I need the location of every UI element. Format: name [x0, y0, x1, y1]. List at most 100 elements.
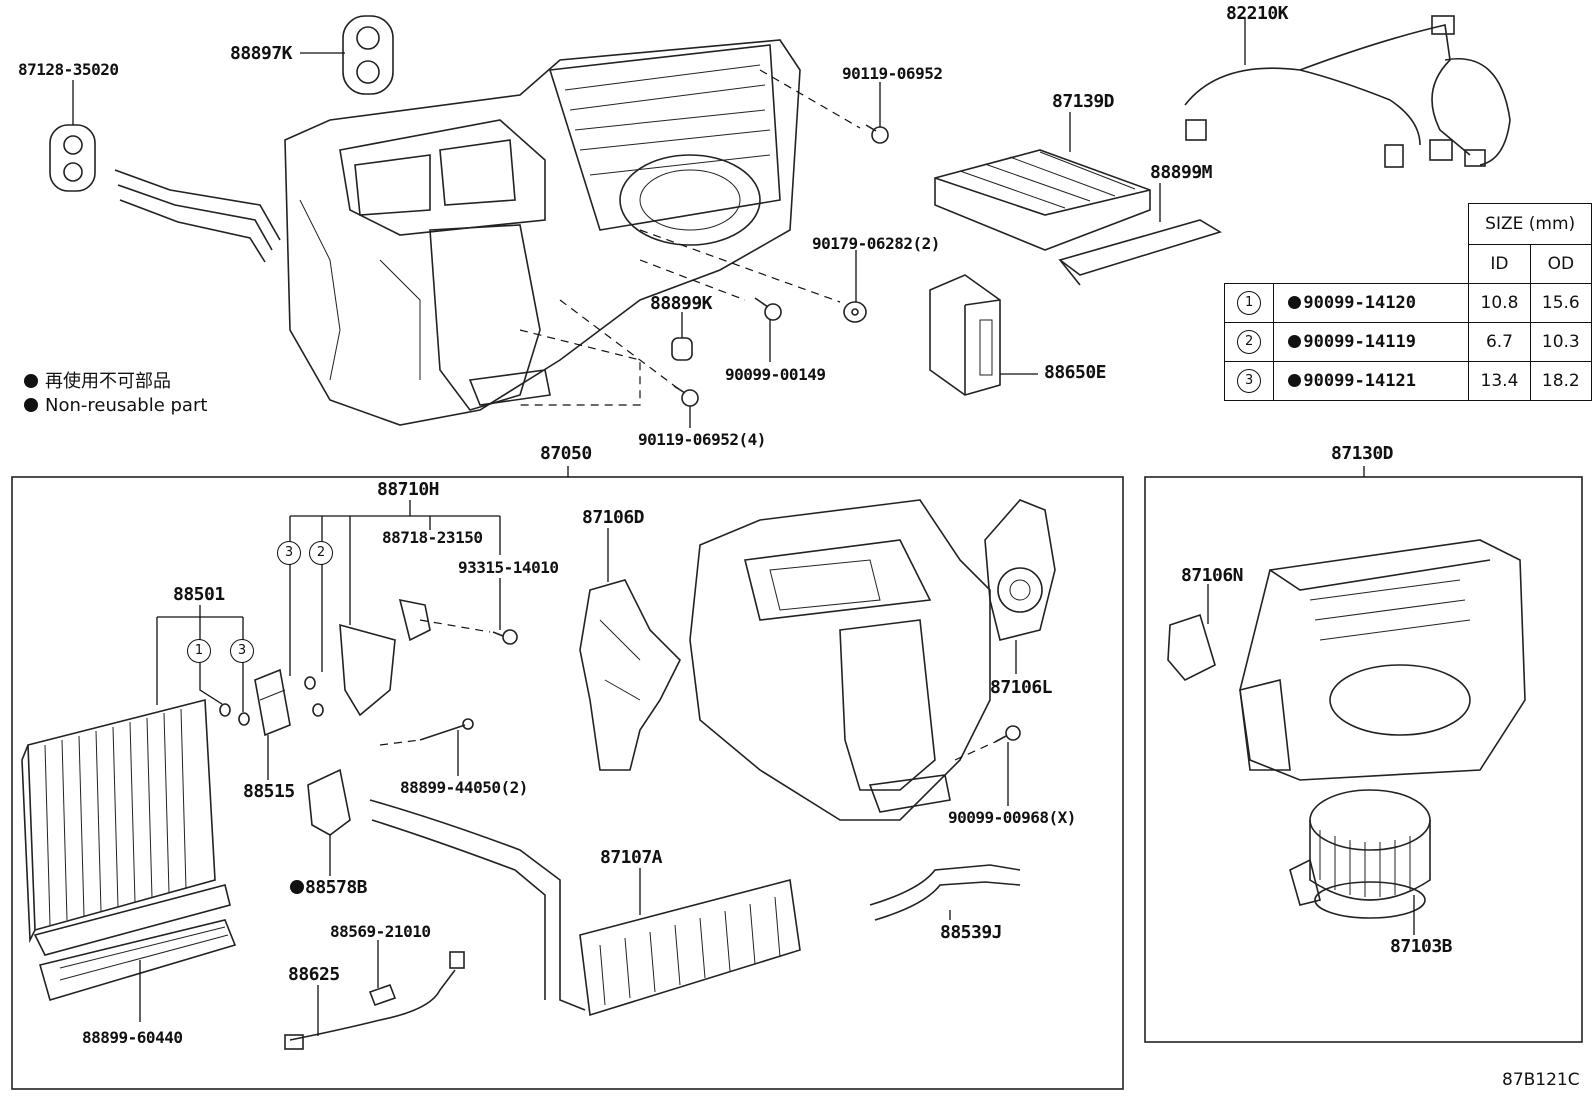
size-row: 2 90099-14119 6.7 10.3 — [1223, 322, 1592, 362]
pipe-88710H — [339, 598, 431, 717]
filter-cover-88899M — [1058, 219, 1222, 286]
blower-motor-87103B — [1289, 789, 1431, 919]
screw-93315-14010 — [492, 629, 518, 645]
size-row: 1 90099-14120 10.8 15.6 — [1223, 283, 1592, 323]
label-87106L: 87106L — [990, 677, 1053, 698]
label-88578B-text: 88578B — [305, 877, 368, 898]
label-87103B: 87103B — [1390, 936, 1453, 957]
damper-87106L — [984, 499, 1056, 641]
screw-90119-06952 — [865, 124, 889, 144]
part-number: 90099-14120 — [1303, 293, 1416, 313]
part-number: 90099-14119 — [1303, 332, 1416, 352]
label-88899-44050: 88899-44050(2) — [400, 778, 528, 797]
label-88650E: 88650E — [1044, 362, 1107, 383]
grommet-87128-35020 — [49, 124, 96, 192]
label-88569-21010: 88569-21010 — [330, 922, 431, 941]
grommet-88897K — [342, 15, 394, 95]
label-88539J: 88539J — [940, 922, 1003, 943]
insulator-88578B — [307, 768, 351, 836]
size-od: 15.6 — [1529, 283, 1592, 323]
label-88899M: 88899M — [1150, 162, 1213, 183]
label-82210K: 82210K — [1226, 3, 1289, 24]
ref-circle: 1 — [1237, 291, 1262, 315]
wire-harness-82210K — [1184, 15, 1511, 168]
col-od: OD — [1529, 244, 1592, 284]
callout-2: 2 — [309, 541, 333, 565]
label-88625: 88625 — [288, 964, 340, 985]
label-90119-06952: 90119-06952 — [842, 64, 943, 83]
non-reusable-dot — [1288, 335, 1302, 348]
non-reusable-dot — [1288, 296, 1302, 309]
label-90099-00149: 90099-00149 — [725, 365, 826, 384]
clip-88899K — [671, 337, 693, 361]
label-87106N: 87106N — [1181, 565, 1244, 586]
size-od: 18.2 — [1529, 361, 1592, 401]
size-header: SIZE (mm) — [1468, 203, 1592, 245]
air-filter-87139D — [934, 149, 1151, 251]
callout-1: 1 — [187, 639, 211, 663]
legend-en: Non-reusable part — [24, 395, 207, 417]
amplifier-88650E — [929, 274, 1001, 396]
servo-87106D — [579, 579, 681, 771]
label-87128-35020: 87128-35020 — [18, 60, 119, 79]
expansion-valve-88515 — [254, 668, 291, 737]
label-87139D: 87139D — [1052, 91, 1115, 112]
label-88515: 88515 — [243, 781, 295, 802]
bullet-icon — [24, 398, 38, 412]
bullet-icon — [24, 374, 38, 388]
screw-90119-06952-4 — [673, 385, 699, 407]
label-88718-23150: 88718-23150 — [382, 528, 483, 547]
label-87107A: 87107A — [600, 847, 663, 868]
ref-circle: 2 — [1237, 330, 1262, 354]
part-number: 90099-14121 — [1303, 371, 1416, 391]
blower-case-87130D — [1239, 539, 1526, 781]
legend-jp: 再使用不可部品 — [24, 371, 171, 393]
label-87130D: 87130D — [1331, 443, 1394, 464]
label-90099-00968: 90099-00968(X) — [948, 808, 1076, 827]
callout-3-b: 3 — [230, 639, 254, 663]
screw-90099-00968 — [994, 725, 1021, 743]
non-reusable-dot — [290, 880, 304, 894]
box-87130D — [1144, 476, 1583, 1043]
legend-jp-text: 再使用不可部品 — [45, 371, 171, 392]
hvac-assembly-top — [114, 39, 801, 426]
size-row: 3 90099-14121 13.4 18.2 — [1223, 361, 1592, 401]
hose-88539J — [869, 864, 1021, 921]
non-reusable-dot — [1288, 374, 1302, 387]
label-88501: 88501 — [173, 584, 225, 605]
size-id: 10.8 — [1468, 283, 1531, 323]
label-90179-06282: 90179-06282(2) — [812, 234, 940, 253]
servo-87106N — [1167, 613, 1216, 681]
size-id: 6.7 — [1468, 322, 1531, 362]
legend-en-text: Non-reusable part — [45, 395, 208, 416]
heater-core-87107A — [369, 799, 801, 1017]
label-88899K: 88899K — [650, 293, 713, 314]
bolt-88899-44050 — [419, 718, 474, 741]
diagram-code: 87B121C — [1502, 1070, 1580, 1090]
size-id: 13.4 — [1468, 361, 1531, 401]
label-88899-60440: 88899-60440 — [82, 1028, 183, 1047]
sensor-88625 — [284, 951, 465, 1050]
label-88897K: 88897K — [230, 43, 293, 64]
hvac-unit-87050 — [689, 499, 991, 821]
size-table: SIZE (mm) ID OD 1 90099-14120 10.8 15.6 … — [1223, 203, 1592, 401]
label-87050: 87050 — [540, 443, 592, 464]
box-87050 — [11, 476, 1124, 1090]
clamp-88569-21010 — [368, 983, 397, 1007]
callout-3-a: 3 — [277, 541, 301, 565]
label-90119-06952-4: 90119-06952(4) — [638, 430, 766, 449]
o-rings — [219, 676, 324, 726]
col-id: ID — [1468, 244, 1531, 284]
size-od: 10.3 — [1529, 322, 1592, 362]
ref-circle: 3 — [1237, 369, 1262, 393]
label-87106D: 87106D — [582, 507, 645, 528]
label-88578B: 88578B — [290, 877, 368, 898]
evaporator-case-88899-60440 — [39, 919, 237, 1001]
label-88710H: 88710H — [377, 479, 440, 500]
evaporator-88501 — [21, 698, 231, 956]
screw-90099-00149 — [754, 297, 782, 321]
nut-90179-06282 — [843, 301, 867, 323]
label-93315-14010: 93315-14010 — [458, 558, 559, 577]
